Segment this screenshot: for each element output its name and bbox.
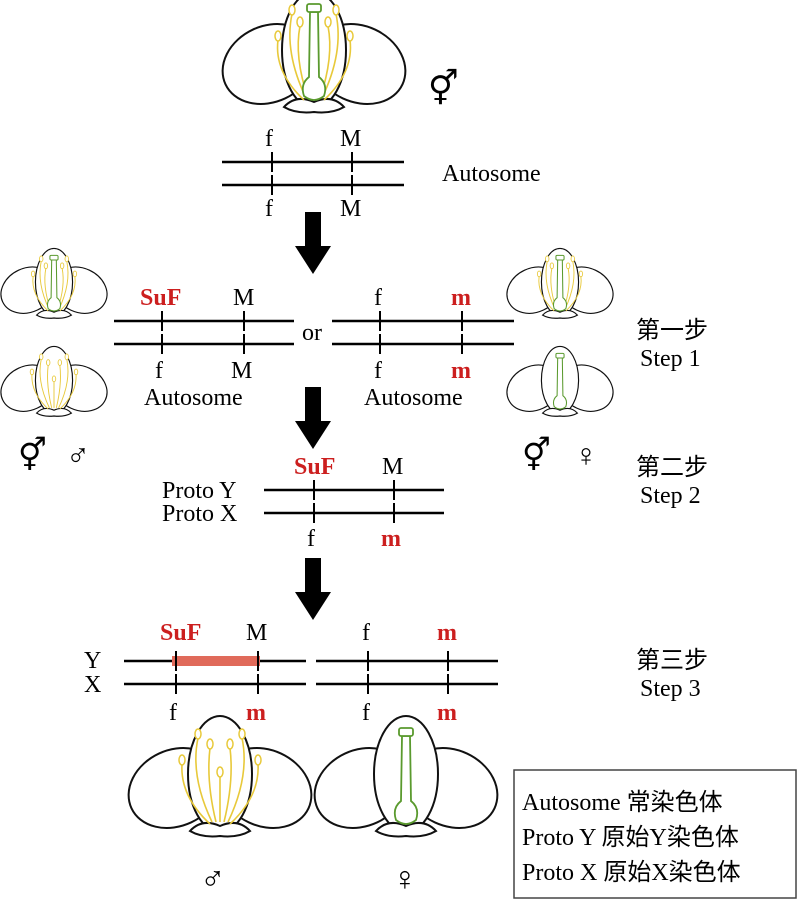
step3-right-gene-m-lower: m [437, 700, 457, 726]
top-autosome-label: Autosome [442, 161, 541, 187]
step1-left-gene-suf: SuF [140, 285, 181, 311]
top-flower-hermaphrodite [208, 0, 420, 120]
step1-right-gene-m-lower: m [451, 358, 471, 384]
step2-gene-m-upper: M [382, 454, 403, 480]
step1-right-gene-f-lower: f [374, 358, 382, 384]
step3-right-gene-f-lower: f [362, 700, 370, 726]
step3-left-gene-m-lower: m [246, 700, 266, 726]
top-gene-m-upper: M [340, 126, 361, 152]
step1-left-gene-m-lower: M [231, 358, 252, 384]
step1-flower-male-left [0, 345, 116, 421]
step3-y-label: Y [84, 648, 101, 674]
step3-symbol-female: ♀ [392, 861, 418, 898]
arrow-3 [295, 558, 331, 620]
step2-gene-m-lower: m [381, 526, 401, 552]
step1-symbol-right-1: ⚥ [522, 436, 551, 473]
step3-left-gene-m-upper: M [246, 620, 267, 646]
step1-symbol-right-2: ♀ [574, 437, 598, 473]
step1-left-autosome-label: Autosome [144, 385, 243, 411]
step3-flower-male [114, 715, 326, 844]
step3-cn-label: 第三步 [636, 647, 708, 674]
step1-flower-herm-left [0, 247, 116, 323]
step1-symbol-left-2: ♂ [66, 437, 90, 473]
step3-symbol-male: ♂ [200, 861, 226, 898]
step1-right-autosome-label: Autosome [364, 385, 463, 411]
step3-right-gene-m-upper: m [437, 620, 457, 646]
top-gene-m-lower: M [340, 196, 361, 222]
legend-item-proto-x: Proto X 原始X染色体 [522, 859, 741, 886]
step1-right-gene-m-upper: m [451, 285, 471, 311]
legend-box [513, 769, 797, 899]
step1-cn-label: 第一步 [636, 317, 708, 344]
arrow-2 [295, 387, 331, 449]
step3-left-gene-suf: SuF [160, 620, 201, 646]
step3-en-label: Step 3 [640, 676, 701, 702]
top-gene-f-lower: f [265, 196, 273, 222]
step2-proto-y-label: Proto Y [162, 478, 236, 504]
step3-left-gene-f: f [169, 700, 177, 726]
step2-cn-label: 第二步 [636, 454, 708, 481]
step1-or: or [302, 320, 322, 346]
arrow-1 [295, 212, 331, 274]
step1-right-gene-f-upper: f [374, 285, 382, 311]
legend-item-proto-y: Proto Y 原始Y染色体 [522, 824, 739, 851]
step1-flower-herm-right [498, 247, 622, 323]
step3-x-label: X [84, 672, 101, 698]
step2-gene-f: f [307, 526, 315, 552]
step3-fused-region [172, 656, 260, 666]
top-gene-f-upper: f [265, 126, 273, 152]
step1-flower-female-right [498, 345, 622, 421]
step1-symbol-left-1: ⚥ [18, 436, 47, 473]
step3-right-gene-f-upper: f [362, 620, 370, 646]
top-sex-symbol: ⚥ [428, 68, 459, 108]
step2-proto-x-label: Proto X [162, 501, 237, 527]
legend-item-autosome: Autosome 常染色体 [522, 789, 723, 816]
step1-left-gene-f: f [155, 358, 163, 384]
step2-en-label: Step 2 [640, 483, 701, 509]
step3-flower-female [300, 715, 512, 844]
step2-gene-suf: SuF [294, 454, 335, 480]
step1-left-gene-m-upper: M [233, 285, 254, 311]
step1-en-label: Step 1 [640, 346, 701, 372]
